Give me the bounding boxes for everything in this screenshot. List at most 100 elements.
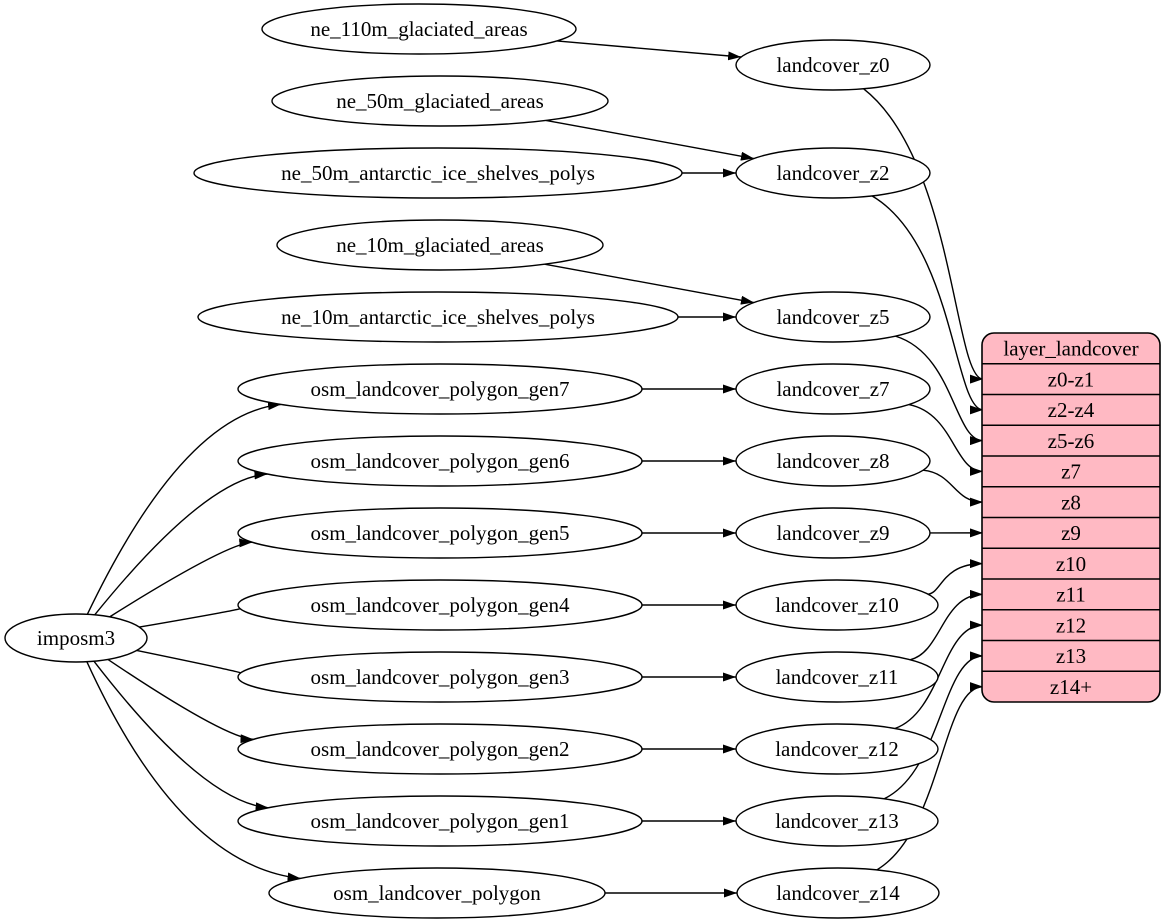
node-ne-50m-antarctic-ice-shelves-polys-shape xyxy=(193,147,683,199)
table-layer-landcover: layer_landcover z0-z1 z2-z4 z5-z6 z7 z8 z9 z10 z… xyxy=(981,332,1161,703)
edge-ne-10m-glaciated-areas-to-landcover-z5 xyxy=(544,263,755,305)
node-osm-landcover-polygon-gen2-label: osm_landcover_polygon_gen2 xyxy=(311,737,570,761)
node-osm-landcover-polygon-gen7: osm_landcover_polygon_gen7 xyxy=(237,363,643,415)
node-landcover-z9: landcover_z9 xyxy=(735,507,931,559)
node-osm-landcover-polygon-gen2-shape xyxy=(237,723,643,775)
node-ne-50m-antarctic-ice-shelves-polys: ne_50m_antarctic_ice_shelves_polys xyxy=(193,147,683,199)
node-landcover-z5-label: landcover_z5 xyxy=(776,305,889,329)
table-row-z12-label: z12 xyxy=(1056,613,1086,637)
edge-landcover-z12-to-row-z12 xyxy=(894,620,984,730)
edge-imposm3-to-osm-landcover-polygon-gen6 xyxy=(94,470,268,616)
node-landcover-z2-shape xyxy=(735,147,931,199)
node-landcover-z0-shape xyxy=(735,39,931,91)
node-ne-10m-antarctic-ice-shelves-polys: ne_10m_antarctic_ice_shelves_polys xyxy=(197,291,679,343)
table-layer-landcover-header: layer_landcover xyxy=(1003,337,1138,361)
edge-imposm3-to-osm-landcover-polygon-gen3 xyxy=(136,649,254,678)
edge-landcover-z11-to-row-z11 xyxy=(909,589,984,661)
node-ne-50m-glaciated-areas-shape xyxy=(271,75,609,127)
node-osm-landcover-polygon-gen4-label: osm_landcover_polygon_gen4 xyxy=(311,593,570,617)
edge-ne-50m-glaciated-areas-to-landcover-z2 xyxy=(545,119,755,161)
table-row-z11-label: z11 xyxy=(1056,583,1086,607)
node-landcover-z12-shape xyxy=(735,723,939,775)
node-landcover-z12-label: landcover_z12 xyxy=(775,737,899,761)
node-osm-landcover-polygon-gen3-label: osm_landcover_polygon_gen3 xyxy=(311,665,570,689)
node-landcover-z13: landcover_z13 xyxy=(735,795,939,847)
edge-landcover-z2-to-row-z2-z4 xyxy=(871,195,984,415)
node-landcover-z11: landcover_z11 xyxy=(735,651,939,703)
node-ne-110m-glaciated-areas-shape xyxy=(261,3,577,55)
node-osm-landcover-polygon-gen6-label: osm_landcover_polygon_gen6 xyxy=(311,449,570,473)
node-landcover-z7: landcover_z7 xyxy=(735,363,931,415)
node-landcover-z14: landcover_z14 xyxy=(736,867,940,919)
node-ne-10m-antarctic-ice-shelves-polys-label: ne_10m_antarctic_ice_shelves_polys xyxy=(281,305,595,329)
node-landcover-z9-label: landcover_z9 xyxy=(776,521,889,545)
table-row-z9-label: z9 xyxy=(1061,521,1081,545)
node-osm-landcover-polygon-gen1-label: osm_landcover_polygon_gen1 xyxy=(311,809,570,833)
node-landcover-z10-label: landcover_z10 xyxy=(775,593,899,617)
node-osm-landcover-polygon-gen1-shape xyxy=(237,795,643,847)
table-row-z2-z4-label: z2-z4 xyxy=(1048,398,1095,422)
edge-ne-110m-glaciated-areas-to-landcover-z0 xyxy=(556,40,742,61)
node-osm-landcover-polygon-label: osm_landcover_polygon xyxy=(333,881,541,905)
edge-landcover-z13-to-row-z13 xyxy=(883,651,984,800)
node-landcover-z5: landcover_z5 xyxy=(735,291,931,343)
node-landcover-z13-label: landcover_z13 xyxy=(775,809,899,833)
node-landcover-z7-shape xyxy=(735,363,931,415)
node-osm-landcover-polygon-gen7-shape xyxy=(237,363,643,415)
edge-landcover-z14-to-row-z14 xyxy=(876,682,984,871)
edge-landcover-z10-to-row-z10 xyxy=(927,559,984,595)
node-landcover-z10: landcover_z10 xyxy=(735,579,939,631)
node-landcover-z8-shape xyxy=(735,435,931,487)
node-osm-landcover-polygon-shape xyxy=(268,867,606,919)
node-osm-landcover-polygon-gen3: osm_landcover_polygon_gen3 xyxy=(237,651,643,703)
node-landcover-z11-label: landcover_z11 xyxy=(776,665,899,689)
node-ne-10m-antarctic-ice-shelves-polys-shape xyxy=(197,291,679,343)
node-ne-110m-glaciated-areas: ne_110m_glaciated_areas xyxy=(261,3,577,55)
node-ne-10m-glaciated-areas-shape xyxy=(276,219,604,271)
edge-landcover-z0-to-row-z0-z1 xyxy=(863,88,984,384)
node-ne-10m-glaciated-areas-label: ne_10m_glaciated_areas xyxy=(336,233,544,257)
node-osm-landcover-polygon-gen6: osm_landcover_polygon_gen6 xyxy=(237,435,643,487)
table-row-z5-z6-label: z5-z6 xyxy=(1048,429,1095,453)
node-osm-landcover-polygon-gen5-label: osm_landcover_polygon_gen5 xyxy=(311,521,570,545)
node-ne-50m-antarctic-ice-shelves-polys-label: ne_50m_antarctic_ice_shelves_polys xyxy=(281,161,595,185)
node-imposm3: imposm3 xyxy=(4,613,148,663)
node-imposm3-label: imposm3 xyxy=(37,626,115,650)
node-osm-landcover-polygon-gen4-shape xyxy=(237,579,643,631)
node-landcover-z8: landcover_z8 xyxy=(735,435,931,487)
node-osm-landcover-polygon: osm_landcover_polygon xyxy=(268,867,606,919)
node-landcover-z8-label: landcover_z8 xyxy=(776,449,889,473)
table-row-z13-label: z13 xyxy=(1056,644,1086,668)
table-row-z0-z1-label: z0-z1 xyxy=(1048,367,1095,391)
edge-imposm3-to-osm-landcover-polygon-gen4 xyxy=(139,603,253,628)
edge-imposm3-to-osm-landcover-polygon-gen7 xyxy=(86,401,282,615)
node-landcover-z0: landcover_z0 xyxy=(735,39,931,91)
node-ne-50m-glaciated-areas-label: ne_50m_glaciated_areas xyxy=(336,89,544,113)
node-imposm3-shape xyxy=(4,613,148,663)
table-row-z8-label: z8 xyxy=(1061,490,1081,514)
node-osm-landcover-polygon-gen2: osm_landcover_polygon_gen2 xyxy=(237,723,643,775)
node-osm-landcover-polygon-gen6-shape xyxy=(237,435,643,487)
edge-landcover-z8-to-row-z8 xyxy=(923,469,984,507)
edge-landcover-z5-to-row-z5-z6 xyxy=(895,335,984,446)
node-landcover-z11-shape xyxy=(735,651,939,703)
edge-landcover-z7-to-row-z7 xyxy=(908,403,984,476)
node-landcover-z12: landcover_z12 xyxy=(735,723,939,775)
table-row-z10-label: z10 xyxy=(1056,552,1086,576)
node-ne-10m-glaciated-areas: ne_10m_glaciated_areas xyxy=(276,219,604,271)
node-osm-landcover-polygon-gen4: osm_landcover_polygon_gen4 xyxy=(237,579,643,631)
node-landcover-z14-shape xyxy=(736,867,940,919)
table-row-z14-label: z14+ xyxy=(1050,675,1092,699)
edge-imposm3-to-osm-landcover-polygon-gen2 xyxy=(107,658,254,744)
node-landcover-z7-label: landcover_z7 xyxy=(776,377,889,401)
table-row-z7-label: z7 xyxy=(1061,460,1081,484)
node-landcover-z0-label: landcover_z0 xyxy=(776,53,889,77)
node-osm-landcover-polygon-gen3-shape xyxy=(237,651,643,703)
edge-imposm3-to-osm-landcover-polygon xyxy=(86,661,301,882)
edge-imposm3-to-osm-landcover-polygon-gen5 xyxy=(109,538,253,618)
node-landcover-z14-label: landcover_z14 xyxy=(776,881,900,905)
node-osm-landcover-polygon-gen5-shape xyxy=(237,507,643,559)
node-landcover-z2: landcover_z2 xyxy=(735,147,931,199)
node-ne-50m-glaciated-areas: ne_50m_glaciated_areas xyxy=(271,75,609,127)
